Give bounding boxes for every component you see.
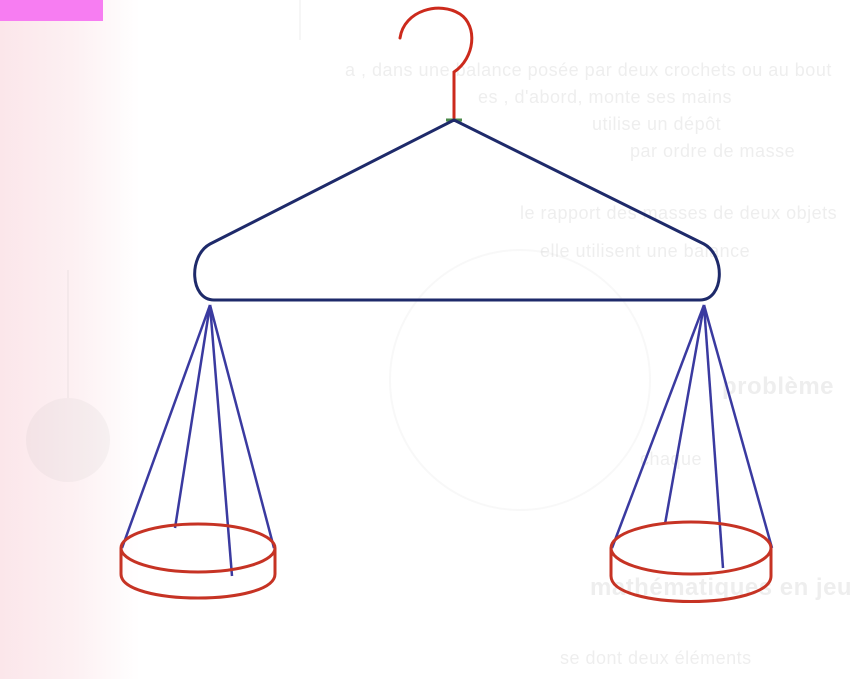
hanger-frame [195, 120, 720, 300]
hook [400, 8, 472, 118]
right-string [665, 305, 704, 524]
left-pan [121, 524, 275, 598]
right-string [612, 305, 704, 548]
right-string [704, 305, 723, 568]
right-pan-rim [611, 522, 771, 574]
left-string [122, 305, 210, 548]
right-pan [611, 522, 771, 602]
left-pan-rim [121, 524, 275, 572]
right-string [704, 305, 772, 548]
left-pan-strings [122, 305, 274, 576]
left-string [175, 305, 210, 528]
